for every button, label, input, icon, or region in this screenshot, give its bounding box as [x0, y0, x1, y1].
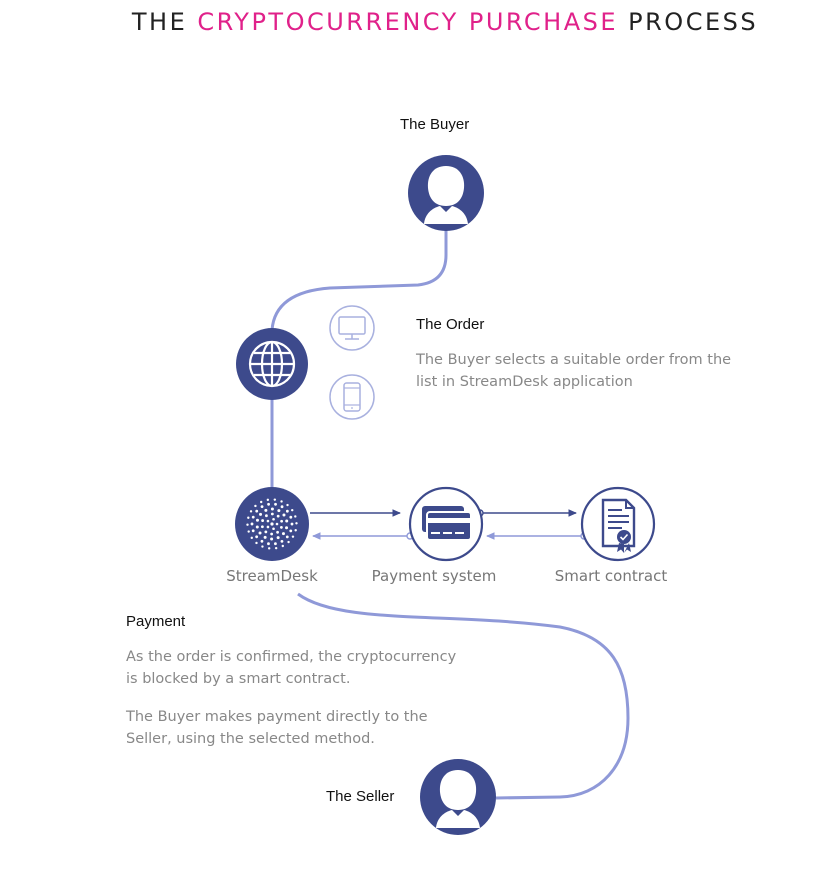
connector-streamdesk-to-seller — [297, 592, 630, 800]
smartphone-icon — [329, 374, 375, 420]
seller-label: The Seller — [326, 788, 395, 805]
order-label: The Order — [416, 316, 485, 333]
payment-paragraph-2: The Buyer makes payment directly to the … — [126, 709, 428, 747]
connector-buyer-to-order — [270, 230, 448, 331]
payment-system-node — [408, 486, 484, 562]
person-icon — [436, 770, 480, 828]
monitor-icon — [329, 305, 375, 351]
globe-node — [236, 328, 308, 400]
smart-contract-node — [580, 486, 656, 562]
seller-node — [420, 759, 496, 835]
credit-cards-icon — [422, 506, 472, 541]
certificate-document-icon — [601, 498, 636, 553]
payment-label: Payment — [126, 613, 186, 630]
title-part-2: PROCESS — [618, 8, 759, 36]
payment-system-label: Payment system — [371, 567, 497, 585]
order-description: The Buyer selects a suitable order from … — [416, 352, 732, 390]
streamdesk-logo-icon — [246, 498, 298, 550]
streamdesk-label: StreamDesk — [226, 567, 318, 585]
page-title: THE CRYPTOCURRENCY PURCHASE PROCESS — [0, 8, 839, 36]
buyer-label: The Buyer — [400, 116, 470, 133]
title-part-1: THE — [131, 8, 198, 36]
globe-icon — [248, 340, 296, 388]
person-icon — [424, 166, 468, 224]
smart-contract-label: Smart contract — [554, 567, 668, 585]
streamdesk-node — [235, 487, 309, 561]
buyer-node — [408, 155, 484, 231]
payment-paragraph-1: As the order is confirmed, the cryptocur… — [126, 649, 457, 687]
title-accent: CRYPTOCURRENCY PURCHASE — [197, 8, 619, 36]
